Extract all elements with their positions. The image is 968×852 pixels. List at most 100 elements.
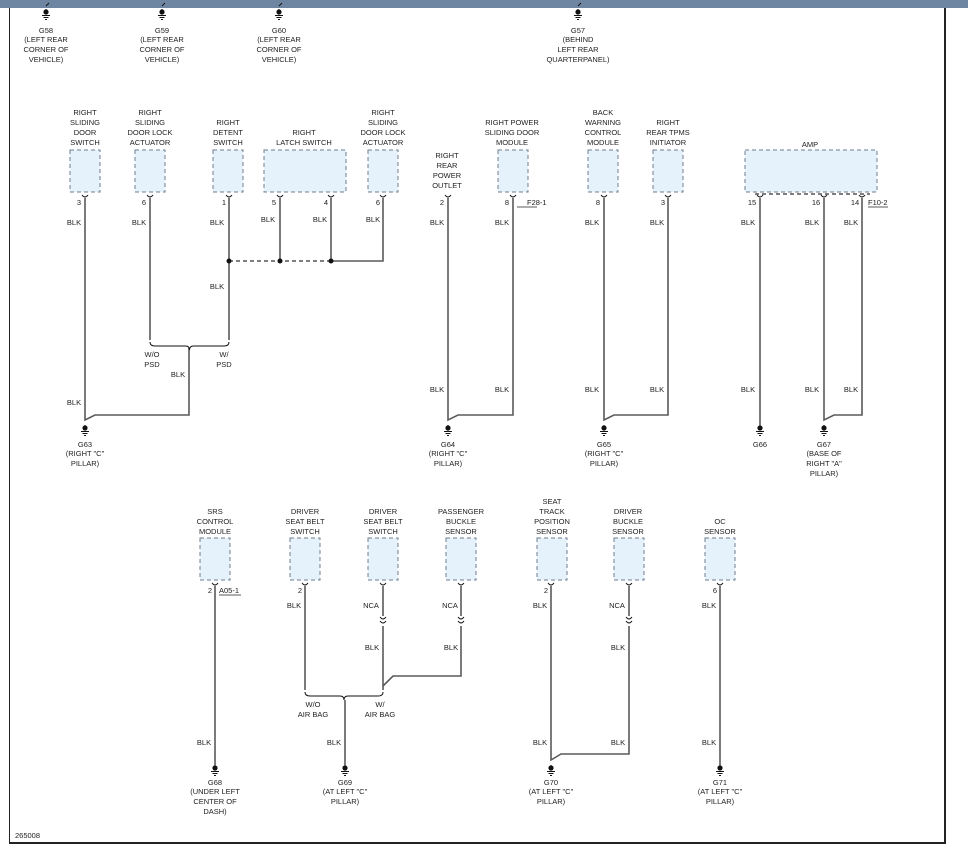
ground-location: (LEFT REAR (24, 35, 68, 44)
wire-color-label: BLK (650, 385, 664, 394)
component-label-oc-sensor: SENSOR (704, 527, 736, 536)
pin-number: 2 (208, 586, 212, 595)
component-box-srs-control-module (199, 537, 231, 581)
pin-number: 5 (272, 198, 276, 207)
component-box-right-sliding-door-lock-actuator-2 (367, 149, 399, 193)
ground-location: PILLAR) (537, 797, 566, 806)
component-label-oc-sensor: OC (714, 517, 726, 526)
wire-color-label: BLK (611, 738, 625, 747)
wire-color-label: BLK (702, 601, 716, 610)
ground-id: G63 (78, 440, 92, 449)
ground-location: (RIGHT "C" (66, 449, 105, 458)
ground-location: PILLAR) (706, 797, 735, 806)
ground-symbol-icon (43, 9, 49, 15)
ground-lead (161, 2, 166, 7)
component-box-oc-sensor (704, 537, 736, 581)
component-box-passenger-buckle-sensor (445, 537, 477, 581)
component-box-seat-track-position-sensor (536, 537, 568, 581)
pin-number: 2 (440, 198, 444, 207)
pin-number: 8 (596, 198, 600, 207)
option-brace-psd (149, 341, 230, 351)
ground-symbol-icon (575, 9, 581, 15)
pin-terminal (756, 194, 764, 198)
component-label-right-sliding-door-lock-actuator: RIGHT (138, 108, 162, 117)
pin-terminal (301, 582, 309, 586)
inline-connector (379, 616, 387, 624)
diagram-frame (9, 8, 946, 844)
component-label-srs-control-module: MODULE (199, 527, 231, 536)
wire-color-label: BLK (67, 218, 81, 227)
component-label-srs-control-module: SRS (207, 507, 222, 516)
component-label-right-rear-tpms-initiator: INITIATOR (650, 138, 687, 147)
ground-symbol-icon (159, 9, 165, 15)
pin-terminal (716, 582, 724, 586)
option-label-wo-airbag: AIR BAG (298, 710, 329, 719)
splice-dot (328, 258, 334, 264)
component-label-back-warning-control-module: MODULE (587, 138, 619, 147)
component-box-right-sliding-door-switch (69, 149, 101, 193)
component-label-back-warning-control-module: WARNING (585, 118, 621, 127)
ground-location: (BEHIND (563, 35, 594, 44)
pin-number: 6 (713, 586, 717, 595)
component-label-driver-seat-belt-switch-2: SEAT BELT (363, 517, 403, 526)
wire-color-label: BLK (495, 218, 509, 227)
wire-nca-label: NCA (609, 601, 625, 610)
ground-symbol-icon (717, 765, 723, 771)
pin-number: 1 (222, 198, 226, 207)
component-label-seat-track-position-sensor: SEAT (542, 497, 561, 506)
wire-g70 (550, 586, 630, 762)
component-label-right-rear-power-outlet: OUTLET (432, 181, 462, 190)
pin-terminal (457, 582, 465, 586)
ground-location: PILLAR) (71, 459, 100, 468)
connector-id: A05-1 (219, 586, 239, 595)
component-label-back-warning-control-module: CONTROL (585, 128, 622, 137)
component-label-right-sliding-door-switch: SWITCH (70, 138, 100, 147)
wire-color-label: BLK (611, 643, 625, 652)
wire-g63 (84, 198, 190, 422)
ground-location: QUARTERPANEL) (546, 55, 610, 64)
component-label-amp: AMP (802, 140, 818, 149)
component-label-driver-buckle-sensor: DRIVER (614, 507, 643, 516)
component-label-passenger-buckle-sensor: PASSENGER (438, 507, 485, 516)
component-label-right-sliding-door-lock-actuator-2: RIGHT (371, 108, 395, 117)
wire-color-label: BLK (366, 215, 380, 224)
ground-location: VEHICLE) (262, 55, 297, 64)
component-box-right-detent-switch (212, 149, 244, 193)
wire-color-label: BLK (805, 385, 819, 394)
splice-dot (226, 258, 232, 264)
ground-location: (AT LEFT "C" (529, 787, 574, 796)
ground-id: G60 (272, 26, 286, 35)
component-label-right-latch-switch: RIGHT (292, 128, 316, 137)
ground-location: (LEFT REAR (140, 35, 184, 44)
wire-color-label: BLK (67, 398, 81, 407)
pin-terminal (379, 194, 387, 198)
pin-terminal (820, 194, 828, 198)
ground-location: CORNER OF (24, 45, 69, 54)
ground-location: (LEFT REAR (257, 35, 301, 44)
wire-color-label: BLK (844, 218, 858, 227)
component-label-right-rear-power-outlet: RIGHT (435, 151, 459, 160)
component-label-driver-seat-belt-switch: DRIVER (291, 507, 320, 516)
pin-terminal (327, 194, 335, 198)
ground-symbol-icon (82, 425, 88, 431)
ground-location: PILLAR) (331, 797, 360, 806)
ground-symbol-icon (548, 765, 554, 771)
ground-id: G66 (753, 440, 767, 449)
ground-location: (BASE OF (806, 449, 841, 458)
component-label-seat-track-position-sensor: POSITION (534, 517, 570, 526)
option-label-wo-airbag: W/O (306, 700, 321, 709)
option-label-w-airbag: W/ (375, 700, 385, 709)
ground-id: G64 (441, 440, 455, 449)
wire-nca-label: NCA (363, 601, 379, 610)
pin-terminal (858, 194, 866, 198)
ground-symbol-icon (601, 425, 607, 431)
pin-number: 15 (748, 198, 756, 207)
component-label-right-detent-switch: SWITCH (213, 138, 243, 147)
pin-number: 6 (142, 198, 146, 207)
ground-location: LEFT REAR (557, 45, 599, 54)
pin-terminal (379, 582, 387, 586)
wire-color-label: BLK (844, 385, 858, 394)
wire-color-label: BLK (313, 215, 327, 224)
option-label-wo-psd: PSD (144, 360, 160, 369)
wire-color-label: BLK (132, 218, 146, 227)
